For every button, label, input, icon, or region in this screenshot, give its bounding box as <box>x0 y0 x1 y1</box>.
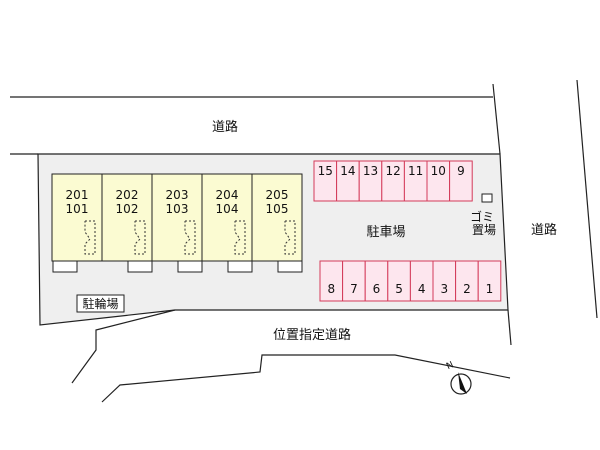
bicycle-label: 駐輪場 <box>82 296 118 311</box>
parking-space-top: 15 <box>313 160 338 202</box>
unit-rect <box>51 173 103 262</box>
parking-space-top: 12 <box>381 160 405 202</box>
bicycle-label-box <box>76 294 125 313</box>
parking-space-rect <box>477 260 502 302</box>
parking-space-bottom: 3 <box>432 260 457 302</box>
parking-space-bottom: 7 <box>342 260 366 302</box>
garbage-box <box>481 193 493 203</box>
parking-space-bottom: 8 <box>319 260 344 302</box>
parking-space-bottom: 4 <box>409 260 434 302</box>
stair-outline <box>84 220 96 255</box>
unit-rect <box>251 173 303 262</box>
road-bottom-lower-line <box>101 354 511 403</box>
unit-lower-number: 102 <box>116 202 139 216</box>
entrance-step <box>227 260 253 273</box>
parking-space-number: 15 <box>318 164 333 178</box>
parking-space-number: 1 <box>486 282 494 296</box>
parking-space-bottom: 1 <box>477 260 502 302</box>
parking-space-top: 11 <box>403 160 428 202</box>
unit-upper-number: 204 <box>216 188 239 202</box>
road-right-outer-line <box>576 79 598 319</box>
parking-space-top: 13 <box>358 160 383 202</box>
parking-space-number: 13 <box>363 164 378 178</box>
parking-space-bottom: 6 <box>364 260 389 302</box>
unit-upper-number: 201 <box>66 188 89 202</box>
unit-rect <box>151 173 203 262</box>
unit-rect <box>201 173 253 262</box>
stair-outline <box>284 220 296 255</box>
entrance-step <box>52 260 78 273</box>
parking-space-number: 14 <box>340 164 355 178</box>
stair-outline <box>184 220 196 255</box>
unit-lower-number: 101 <box>66 202 89 216</box>
parking-space-bottom: 2 <box>455 260 479 302</box>
unit-upper-number: 203 <box>166 188 189 202</box>
parking-space-bottom: 5 <box>387 260 411 302</box>
road-right-label: 道路 <box>531 222 557 238</box>
parking-space-number: 6 <box>373 282 381 296</box>
entrance-step <box>177 260 203 273</box>
parking-space-number: 10 <box>431 164 446 178</box>
parking-label: 駐車場 <box>366 225 405 240</box>
parking-space-number: 5 <box>395 282 403 296</box>
parking-space-rect <box>449 160 473 202</box>
road-right-inner-line <box>492 83 501 155</box>
parking-space-number: 9 <box>457 164 465 178</box>
parking-space-top: 14 <box>336 160 360 202</box>
parking-space-number: 2 <box>463 282 471 296</box>
unit-rect <box>101 173 153 262</box>
entrance-step <box>277 260 303 273</box>
parking-space-number: 7 <box>350 282 358 296</box>
parking-space-top: 9 <box>449 160 473 202</box>
unit-upper-number: 202 <box>116 188 139 202</box>
unit-lower-number: 104 <box>216 202 239 216</box>
road-bottom-upper-line <box>71 309 176 384</box>
stair-outline <box>234 220 246 255</box>
parking-space-number: 3 <box>440 282 448 296</box>
compass-arrow-icon <box>458 372 467 394</box>
parking-space-number: 12 <box>385 164 400 178</box>
parking-space-number: 4 <box>418 282 426 296</box>
parking-space-top: 10 <box>426 160 451 202</box>
unit-lower-number: 103 <box>166 202 189 216</box>
stair-outline <box>134 220 146 255</box>
north-compass: N <box>445 360 472 395</box>
parking-space-number: 11 <box>408 164 423 178</box>
unit-upper-number: 205 <box>266 188 289 202</box>
road-right-inner-line-lower <box>507 309 512 346</box>
parking-space-number: 8 <box>327 282 335 296</box>
garbage-label: ゴミ 置場 <box>470 209 498 237</box>
road-top-label: 道路 <box>212 119 238 135</box>
north-label: N <box>445 360 455 372</box>
entrance-step <box>127 260 153 273</box>
road-bottom-label: 位置指定道路 <box>273 327 351 343</box>
unit-lower-number: 105 <box>266 202 289 216</box>
